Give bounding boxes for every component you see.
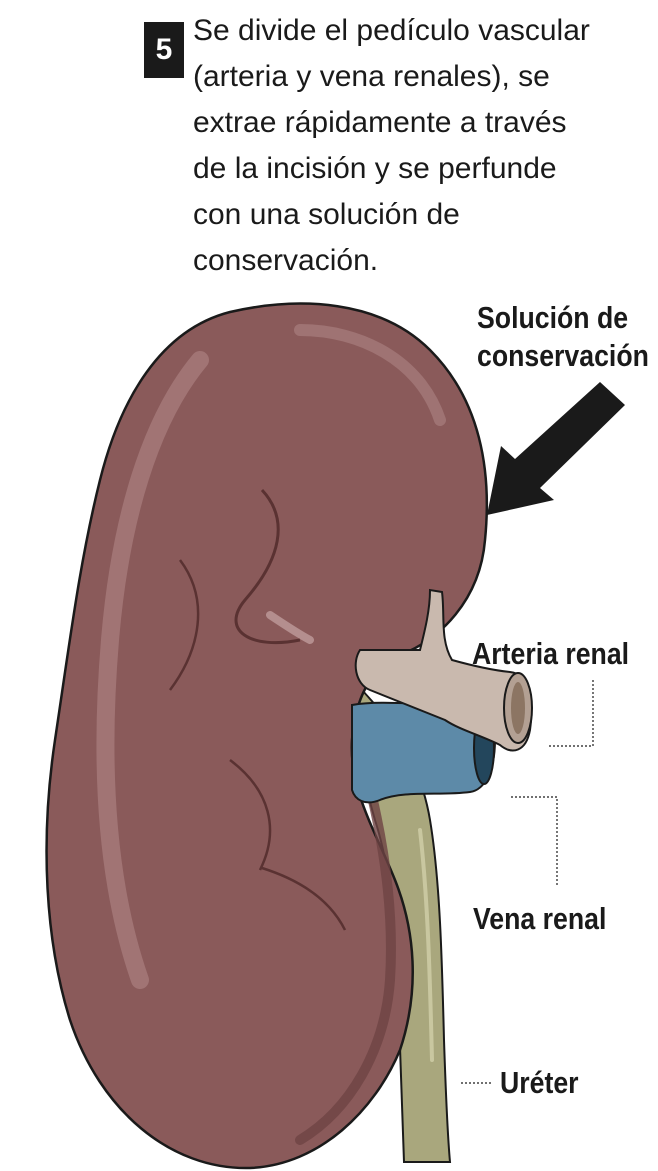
arrow-icon bbox=[487, 382, 625, 515]
label-arteria-renal: Arteria renal bbox=[472, 635, 629, 673]
label-line: conservación bbox=[477, 337, 649, 375]
label-ureter: Uréter bbox=[500, 1064, 579, 1102]
label-vena-renal: Vena renal bbox=[473, 900, 606, 938]
arteria-leader-line bbox=[547, 680, 593, 746]
label-solucion-conservacion: Solución de conservación bbox=[477, 299, 649, 375]
label-line: Solución de bbox=[477, 299, 649, 337]
vena-leader-line bbox=[511, 797, 557, 887]
